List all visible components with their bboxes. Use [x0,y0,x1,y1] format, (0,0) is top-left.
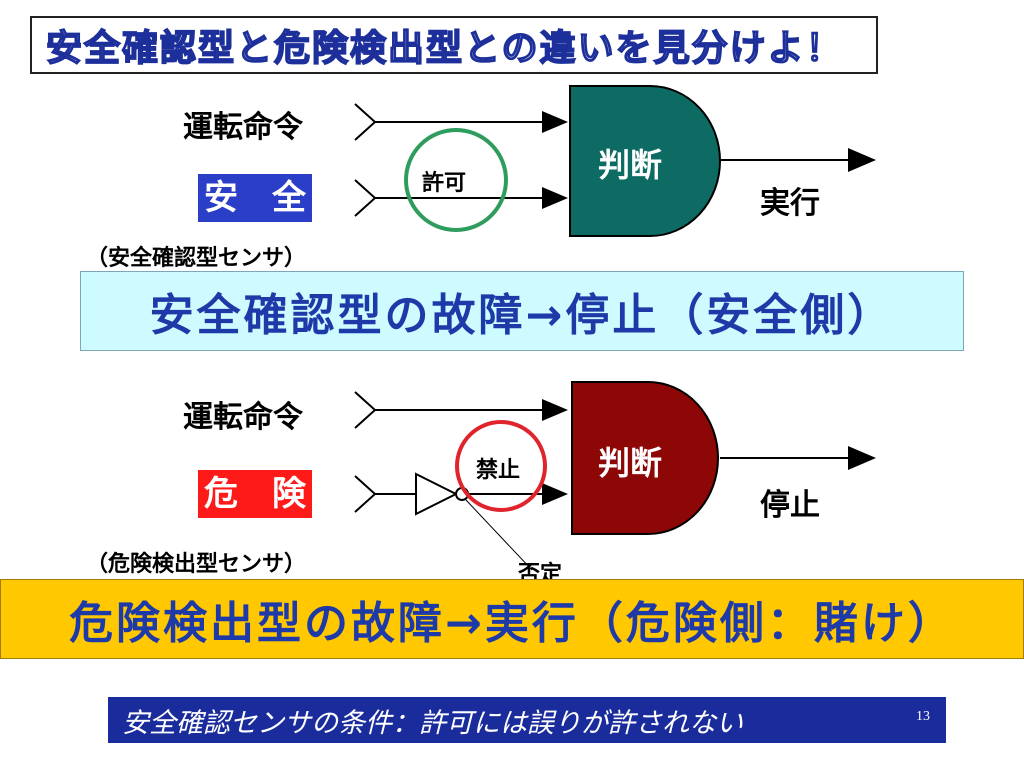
bottom-and-gate [571,381,719,535]
bottom-input2-chevron [354,475,377,513]
negation-leader-line [465,499,533,571]
banner1-text: 安全確認型の故障→停止（安全側） [149,290,895,341]
top-input2-chevron [354,179,377,217]
page-title: 安全確認型と危険検出型との違いを見分けよ！ [45,27,844,70]
top-input1-label: 運転命令 [183,110,303,145]
bottom-output-label: 停止 [760,488,820,523]
bottom-sensor-note: （危険検出型センサ） [86,552,307,577]
top-input2-arrowhead [542,187,568,209]
top-gate-label: 判断 [598,146,663,184]
bottom-sensor-label: 危 険 [198,470,312,518]
bottom-gate-label: 判断 [598,444,663,482]
top-input1-chevron [354,103,377,141]
top-input1-arrowhead [542,111,568,133]
top-sensor-label: 安 全 [198,174,312,222]
bottom-prohibition-circle [455,420,547,512]
top-output-label: 実行 [760,186,820,221]
top-sensor-note: （安全確認型センサ） [86,246,307,271]
bottom-output-arrowhead [848,446,876,470]
top-permission-circle [404,128,508,232]
top-circle-label: 許可 [422,171,467,196]
footer-banner: 安全確認センサの条件：許可には誤りが許されない 13 [108,697,946,743]
page-number: 13 [916,709,930,724]
danger-detection-banner: 危険検出型の故障→実行（危険側：賭け） [0,579,1024,659]
footer-text: 安全確認センサの条件：許可には誤りが許されない [122,707,743,739]
safety-confirmation-banner: 安全確認型の故障→停止（安全側） [80,271,964,351]
top-output-arrowhead [848,148,876,172]
banner2-text: 危険検出型の故障→実行（危険側：賭け） [69,598,955,649]
bottom-input2-arrowhead [542,483,568,505]
top-and-gate [569,85,721,237]
bottom-input1-label: 運転命令 [183,400,303,435]
bottom-input1-arrowhead [542,399,568,421]
title-box: 安全確認型と危険検出型との違いを見分けよ！ [30,16,878,74]
not-gate [415,472,459,516]
bottom-circle-label: 禁止 [476,458,521,483]
bottom-input1-chevron [354,391,377,429]
